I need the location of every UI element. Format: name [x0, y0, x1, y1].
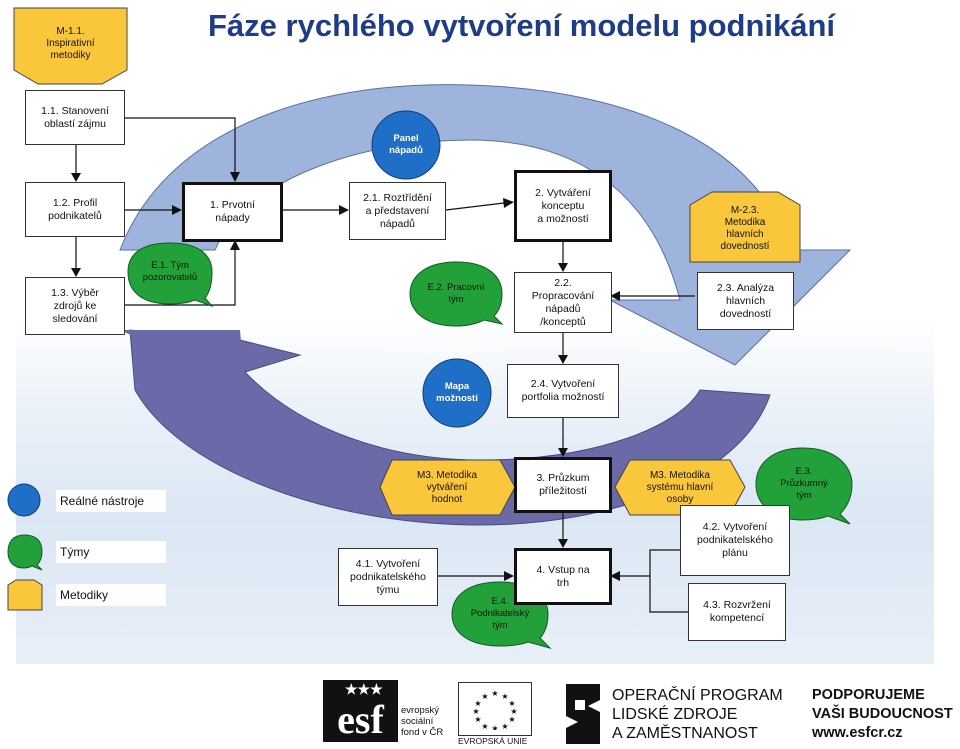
box-1-2: 1.2. Profil podnikatelů	[25, 182, 125, 237]
legend-tool-icon	[7, 483, 41, 517]
eu-label: EVROPSKÁ UNIE	[458, 736, 528, 746]
team-e1-shape	[127, 242, 214, 308]
svg-text:★: ★	[510, 707, 517, 716]
svg-text:★: ★	[508, 699, 515, 708]
team-e1: E.1. Tým pozorovatelů	[142, 260, 198, 283]
method-m3b: M3. Metodika systému hlavní osoby	[646, 469, 714, 505]
team-e2-shape	[409, 261, 504, 327]
svg-text:★: ★	[508, 715, 515, 724]
svg-text:★: ★	[491, 689, 498, 698]
box-1-1: 1.1. Stanovení oblastí zájmu	[25, 90, 125, 145]
method-m11-shape	[13, 7, 128, 85]
legend-tools-label: Reálné nástroje	[56, 490, 166, 512]
box-4-3: 4.3. Rozvržení kompetencí	[688, 583, 786, 641]
box-2-2: 2.2. Propracování nápadů /konceptů	[514, 272, 612, 333]
lower-arrow-head	[120, 330, 245, 388]
box-2-4: 2.4. Vytvoření portfolia možností	[507, 364, 619, 418]
box-4-1: 4.1. Vytvoření podnikatelského týmu	[338, 548, 438, 606]
eu-flag: ★★★★ ★★★★ ★★★★	[458, 682, 532, 736]
op-text: OPERAČNÍ PROGRAM LIDSKÉ ZDROJE A ZAMĚSTN…	[612, 687, 783, 742]
box-4-2: 4.2. Vytvoření podnikatelského plánu	[680, 505, 790, 576]
box-1-3: 1.3. Výběr zdrojů ke sledování	[25, 277, 125, 335]
box-1: 1. Prvotní nápady	[182, 182, 283, 242]
team-e4: E.4. Podnikatelský tým	[470, 596, 530, 631]
svg-text:★: ★	[481, 722, 488, 730]
esf-logo: ★★★ esf	[323, 680, 398, 742]
tool-panel: Panel nápadů	[389, 133, 423, 156]
tool-panel-shape	[371, 110, 441, 180]
box-3: 3. Průzkum příležitostí	[514, 457, 612, 513]
legend-method-icon	[7, 579, 43, 611]
page-title: Fáze rychlého vytvoření modelu podnikání	[208, 8, 836, 43]
box-2: 2. Vytváření konceptu a možností	[514, 170, 612, 242]
team-e2: E.2. Pracovní tým	[427, 282, 485, 305]
method-m23: M-2.3. Metodika hlavních dovedností	[720, 205, 770, 252]
eu-stars-icon: ★★★★ ★★★★ ★★★★	[472, 689, 517, 730]
box-4: 4. Vstup na trh	[514, 548, 612, 605]
method-m11: M-1.1. Inspirativní metodiky	[46, 26, 95, 61]
box-2-1: 2.1. Roztřídění a představení nápadů	[349, 182, 446, 240]
svg-text:★: ★	[472, 707, 479, 716]
svg-text:★: ★	[501, 692, 508, 701]
slogan-text: PODPORUJEME VAŠI BUDOUCNOST www.esfcr.cz	[812, 687, 953, 741]
team-e3: E.3. Průzkumný tým	[780, 466, 828, 501]
tool-mapa-shape	[422, 358, 492, 428]
arrowheads	[71, 172, 620, 581]
method-m3a: M3. Metodika vytváření hodnot	[416, 469, 478, 505]
esf-small-text: evropský sociální fond v ČR	[401, 705, 444, 738]
method-m23-shape	[689, 191, 801, 263]
legend-teams-label: Týmy	[56, 541, 166, 563]
svg-text:★: ★	[501, 722, 508, 730]
legend-team-icon	[7, 534, 43, 571]
esf-mark: esf	[337, 697, 384, 742]
esf-star-icon: ★★★	[345, 683, 383, 698]
method-m3a-shape	[379, 459, 516, 516]
svg-text:★: ★	[474, 715, 481, 724]
box-2-3: 2.3. Analýza hlavních dovedností	[697, 272, 794, 330]
tool-mapa: Mapa možností	[436, 381, 478, 404]
legend-methods-label: Metodiky	[56, 584, 166, 606]
svg-text:★: ★	[481, 692, 488, 701]
svg-text:★: ★	[474, 699, 481, 708]
svg-text:★: ★	[491, 724, 498, 730]
